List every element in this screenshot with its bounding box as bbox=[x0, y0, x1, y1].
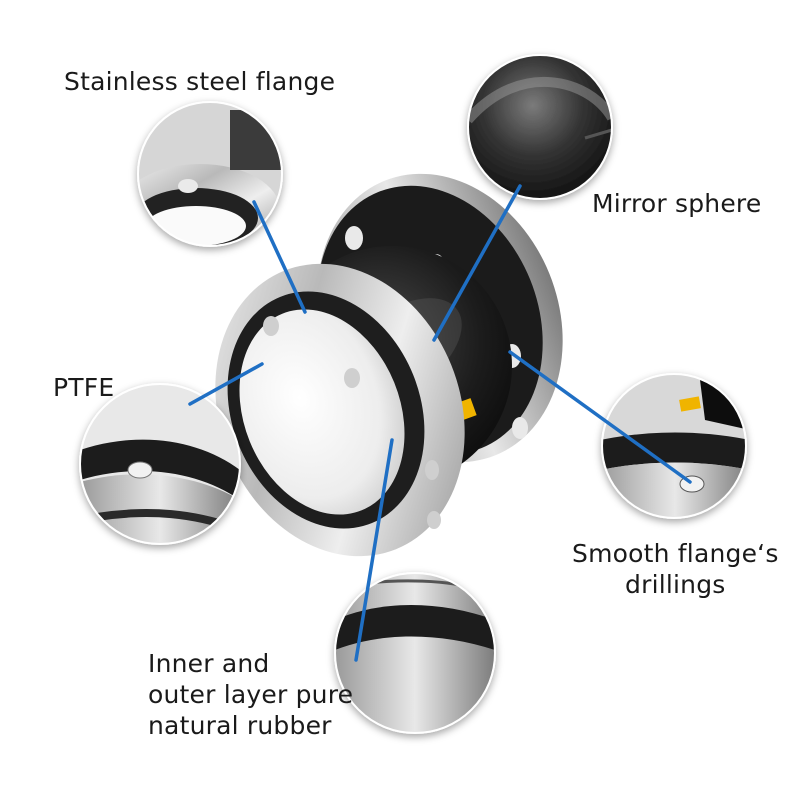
callout-rubber-line3: natural rubber bbox=[148, 711, 332, 740]
detail-ptfe bbox=[79, 383, 241, 545]
callout-natural-rubber: Inner and outer layer pure natural rubbe… bbox=[148, 648, 353, 741]
detail-stainless-flange bbox=[137, 101, 283, 247]
leader-rubber-layer bbox=[354, 438, 394, 662]
detail-rubber-layer bbox=[334, 572, 496, 734]
leader-ptfe bbox=[188, 362, 264, 406]
callout-ptfe: PTFE bbox=[53, 373, 115, 402]
leader-stainless-flange bbox=[252, 200, 307, 314]
leader-drillings bbox=[508, 350, 692, 484]
detail-drillings bbox=[601, 373, 747, 519]
callout-drillings-line2: drillings bbox=[625, 570, 726, 599]
leader-mirror-sphere bbox=[432, 184, 522, 342]
front-flange bbox=[215, 263, 465, 557]
callout-stainless-steel-flange: Stainless steel flange bbox=[64, 67, 336, 96]
ptfe-liner bbox=[239, 309, 405, 515]
detail-mirror-sphere bbox=[467, 54, 613, 200]
callout-rubber-line2: outer layer pure bbox=[148, 680, 354, 709]
callout-flange-drillings: Smooth flange‘s drillings bbox=[572, 538, 779, 600]
callout-rubber-line1: Inner and bbox=[148, 649, 270, 678]
expansion-joint-image: 150 bbox=[215, 173, 563, 557]
callout-mirror-sphere: Mirror sphere bbox=[592, 189, 762, 218]
callout-drillings-line1: Smooth flange‘s bbox=[572, 539, 779, 568]
leader-lines bbox=[188, 184, 692, 662]
